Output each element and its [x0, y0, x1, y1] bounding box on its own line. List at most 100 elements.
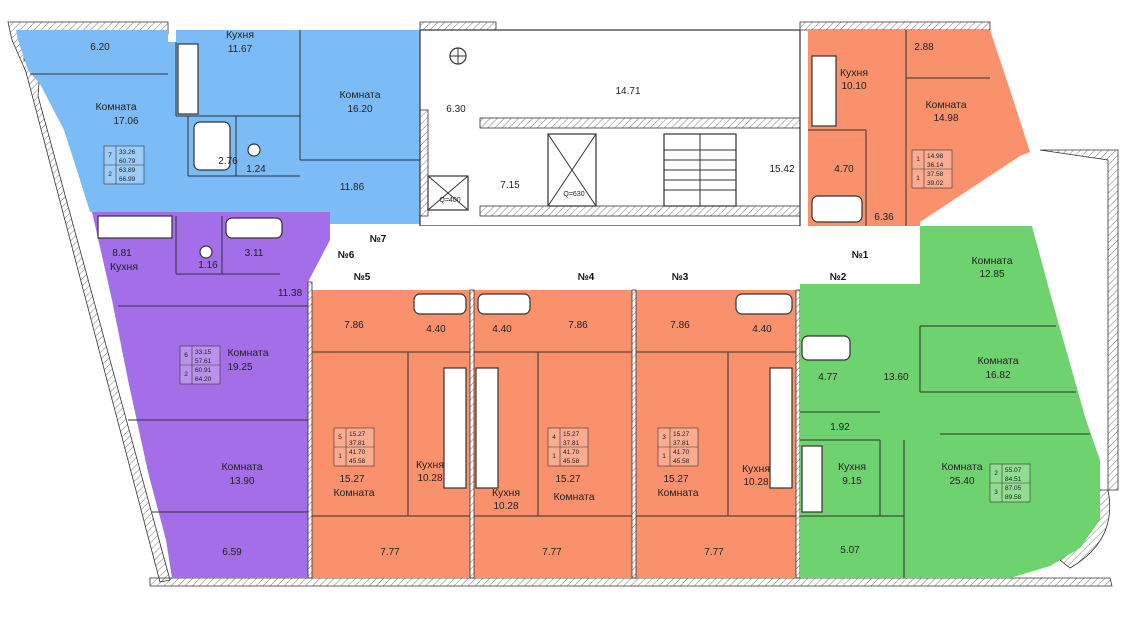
kitchen-title: Кухня	[840, 67, 868, 79]
area-table-rooms: 1	[552, 453, 556, 460]
toilet-icon	[199, 245, 213, 259]
apartment-number: №3	[672, 272, 689, 283]
area-table-value: 45.58	[673, 458, 690, 465]
area-label: 7.77	[380, 547, 400, 558]
area-label: 13.60	[883, 372, 908, 383]
area-table-value: 57.61	[195, 358, 212, 365]
area-label: 6.20	[90, 42, 110, 53]
bathtub-icon	[225, 217, 283, 239]
kitchen-title: Кухня	[110, 261, 138, 273]
area-label: 7.86	[568, 320, 588, 331]
area-label: 9.15	[842, 476, 862, 487]
area-tables: 7233.2660.7963.8966.991114.9836.1437.583…	[103, 145, 1031, 503]
apartment-number: №1	[852, 250, 869, 261]
area-label: 14.71	[615, 86, 640, 97]
apartment-1-fill	[808, 30, 1030, 284]
kitchen-unit-6	[97, 215, 173, 239]
area-table-value: 33.15	[195, 349, 212, 356]
area-label: 6.36	[874, 212, 894, 223]
area-table-value: 66.99	[119, 176, 136, 183]
elevator-capacity: Q=630	[563, 191, 584, 198]
kitchen-unit-3	[769, 367, 793, 489]
area-label: 10.28	[493, 501, 518, 512]
area-label: 15.27	[339, 474, 364, 485]
room-title: Комната	[95, 101, 136, 113]
area-table-rooms: 1	[662, 453, 666, 460]
corridor	[330, 226, 920, 284]
area-label: 7.77	[704, 547, 724, 558]
area-label: 15.42	[769, 164, 794, 175]
room-title: Комната	[977, 355, 1018, 367]
area-table-value: 15.27	[349, 431, 366, 438]
apartment-number: №4	[578, 272, 595, 283]
area-label: 16.20	[347, 104, 372, 115]
area-table-rooms: 1	[916, 156, 920, 163]
area-label: 4.40	[426, 324, 446, 335]
area-table-rooms: 2	[108, 171, 112, 178]
area-label: 25.40	[949, 476, 974, 487]
area-table-value: 36.14	[927, 162, 944, 169]
apartment-5-fill	[312, 290, 470, 578]
area-label: 4.40	[492, 324, 512, 335]
apartment-6	[92, 212, 330, 578]
area-label: 4.40	[752, 324, 772, 335]
kitchen-unit-2	[801, 445, 823, 513]
area-label: 7.77	[542, 547, 562, 558]
apartment-1	[808, 30, 1030, 284]
area-table-value: 45.58	[563, 458, 580, 465]
area-label: 7.15	[500, 180, 520, 191]
room-title: Комната	[333, 487, 374, 499]
area-label: 7.86	[670, 320, 690, 331]
area-label: 1.24	[246, 164, 266, 175]
room-title: Комната	[221, 461, 262, 473]
apartment-number: №6	[338, 250, 355, 261]
area-table-rooms: 5	[338, 434, 342, 441]
area-table-value: 63.89	[119, 167, 136, 174]
apartment-2-fill	[800, 226, 1100, 578]
area-table-rooms: 1	[338, 453, 342, 460]
bathtub-icon	[477, 293, 531, 315]
area-table-value: 84.51	[1005, 476, 1022, 483]
area-label: 10.28	[743, 477, 768, 488]
area-label: 3.11	[245, 248, 264, 259]
area-label: 13.90	[229, 476, 254, 487]
apartment-2	[800, 226, 1100, 578]
room-title: Комната	[941, 461, 982, 473]
room-title: Комната	[227, 347, 268, 359]
area-label: 1.92	[830, 422, 850, 433]
area-label: 6.59	[222, 547, 242, 558]
toilet-icon	[247, 143, 261, 157]
kitchen-unit-7	[177, 43, 199, 115]
bathtub-icon	[811, 195, 863, 223]
outer-walls	[7, 21, 1119, 587]
kitchen-title: Кухня	[742, 463, 770, 475]
bathtub-icon	[801, 335, 851, 361]
area-table-value: 64.20	[195, 376, 212, 383]
area-label: 1.16	[198, 260, 218, 271]
area-label: 15.27	[663, 474, 688, 485]
apartment-5	[312, 290, 470, 578]
bathtub-icon	[413, 293, 467, 315]
area-label: 10.28	[417, 473, 442, 484]
area-table-value: 87.05	[1005, 485, 1022, 492]
room-title: Комната	[339, 89, 380, 101]
area-label: 2.76	[218, 156, 238, 167]
area-table-rooms: 2	[184, 371, 188, 378]
apartment-4	[474, 290, 632, 578]
kitchen-title: Кухня	[838, 461, 866, 473]
elevator-capacity: Q=400	[439, 197, 460, 204]
area-table-value: 60.79	[119, 158, 136, 165]
area-table-rooms: 3	[662, 434, 666, 441]
area-label: 7.86	[344, 320, 364, 331]
kitchen-unit-5	[443, 367, 467, 489]
area-label: 12.85	[979, 269, 1004, 280]
area-label: 16.82	[985, 370, 1010, 381]
apartment-7	[16, 30, 420, 224]
area-label: 17.06	[113, 116, 138, 127]
area-table-value: 41.70	[673, 449, 690, 456]
